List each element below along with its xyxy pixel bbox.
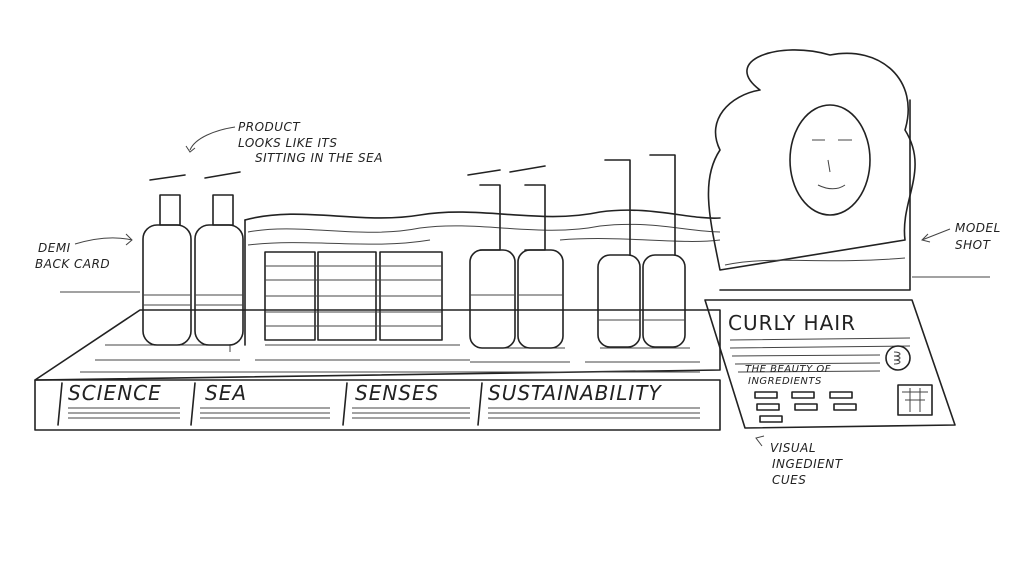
- curly-hair-card: [704, 299, 956, 429]
- panel-label-science: SCIENCE: [68, 381, 162, 405]
- model-face: [789, 104, 871, 216]
- pump-bottles-1: [142, 171, 244, 346]
- product-note-3: SITTING IN THE SEA: [255, 151, 383, 165]
- product-note-1: PRODUCT: [238, 120, 301, 134]
- back-card-note-2: BACK CARD: [35, 257, 110, 271]
- model-note-2: SHOT: [955, 238, 992, 252]
- product-note-2: LOOKS LIKE ITS: [238, 136, 337, 150]
- panel-label-sea: SEA: [205, 381, 247, 405]
- pump-bottles-2: [467, 165, 564, 349]
- qr-code-icon: [897, 384, 933, 416]
- model-note-1: MODEL: [955, 221, 1001, 235]
- stacked-jars: [264, 251, 443, 341]
- panel-label-senses: SENSES: [355, 381, 439, 405]
- display-base: [34, 309, 721, 431]
- sea-backdrop: [244, 209, 721, 346]
- card-title: CURLY HAIR: [728, 311, 856, 335]
- panel-label-sustainability: SUSTAINABILITY: [488, 381, 663, 405]
- spray-bottles: [597, 154, 686, 348]
- card-subtitle-1: THE BEAUTY OF: [745, 364, 831, 375]
- ingredient-note-3: CUES: [772, 473, 806, 487]
- arrow-back-card-note: [74, 233, 133, 246]
- card-subtitle-2: INGREDIENTS: [748, 376, 822, 387]
- front-panel-dividers: [57, 382, 700, 426]
- ingredient-note-2: INGEDIENT: [772, 457, 844, 471]
- back-card-note-1: DEMI: [38, 241, 71, 255]
- arrow-ingredient-note: [755, 435, 765, 447]
- curl-icon: [885, 345, 911, 371]
- ingredient-note-1: VISUAL: [770, 441, 816, 455]
- arrow-model-note: [921, 228, 951, 243]
- arrow-product-note: [185, 126, 236, 153]
- model-shot-card: [707, 49, 916, 291]
